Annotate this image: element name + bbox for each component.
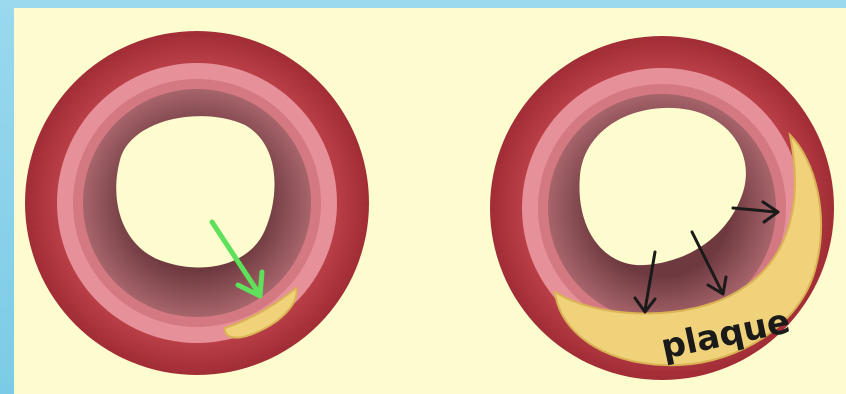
narrowed-artery: plaque (490, 36, 834, 380)
healthy-artery (25, 31, 369, 375)
lumen (116, 116, 274, 267)
